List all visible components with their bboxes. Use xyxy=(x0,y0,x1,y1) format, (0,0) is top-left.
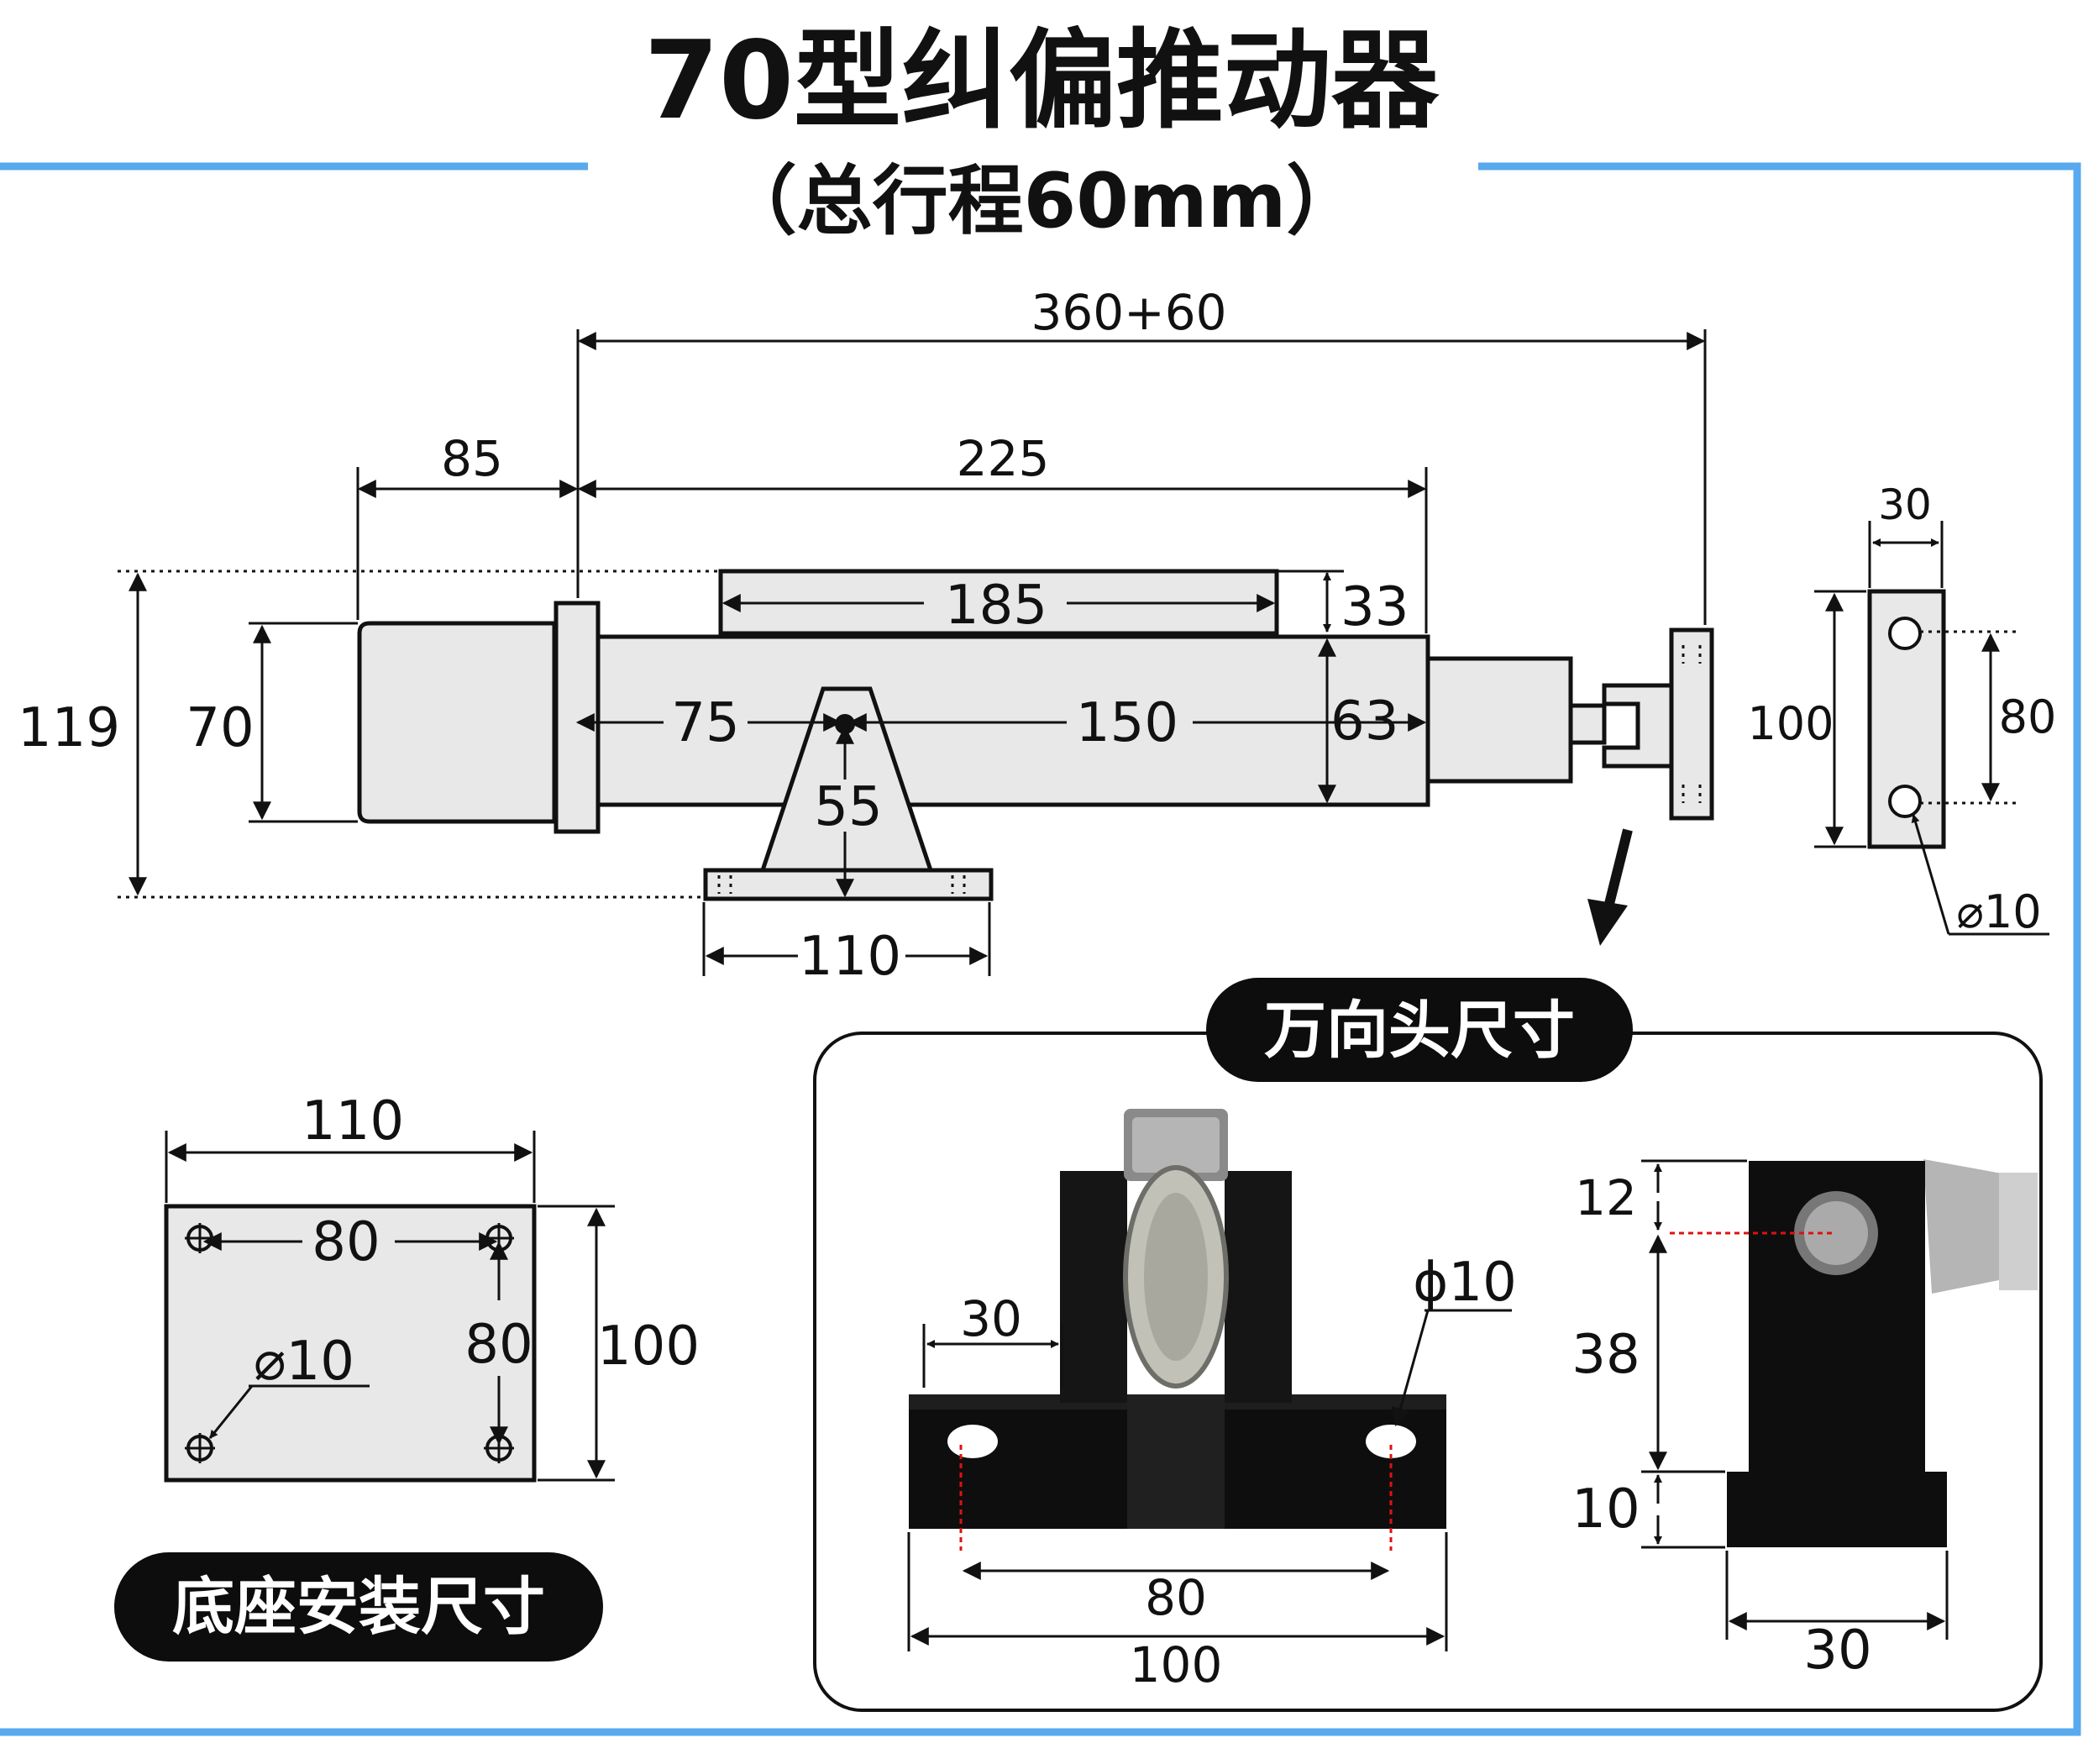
dim-base-hole-spacing-y: 80 xyxy=(464,1314,533,1376)
blue-frame xyxy=(0,162,2081,1736)
piston-rod xyxy=(1568,703,1607,745)
dim-total-length: 360+60 xyxy=(1031,284,1226,341)
page-subtitle: （总行程60mm） xyxy=(721,157,1362,245)
dim-joint-hole-spacing: 80 xyxy=(1145,1569,1207,1626)
dim-base-hole-diameter: ⌀10 xyxy=(254,1331,354,1393)
main-view-dimensions: 360+60 85 225 185 33 119 70 63 75 xyxy=(18,284,1707,988)
base-mount-label: 底座安装尺寸 xyxy=(172,1571,545,1643)
dim-joint-base-thickness: 10 xyxy=(1571,1478,1640,1541)
base-mount-view: 110 80 80 100 ⌀10 xyxy=(164,1090,700,1483)
dim-joint-top-offset: 12 xyxy=(1575,1169,1637,1226)
rod-sleeve xyxy=(1425,656,1573,784)
dim-joint-base-length: 100 xyxy=(1130,1636,1223,1693)
joint-front-view: 30 ϕ10 80 100 xyxy=(907,1109,1517,1693)
dim-joint-hole-to-base: 38 xyxy=(1571,1324,1640,1386)
dim-base-width: 110 xyxy=(799,926,901,988)
joint-right-hole xyxy=(1366,1425,1416,1458)
dim-stroke-to-end: 150 xyxy=(1076,692,1178,754)
dim-mount-offset: 75 xyxy=(671,692,739,754)
base-plate xyxy=(164,1204,537,1483)
dim-motor-length: 85 xyxy=(441,430,503,487)
pointer-arrow xyxy=(1587,828,1633,946)
end-hole-top xyxy=(1888,617,1922,650)
dim-joint-hole-diameter: ϕ10 xyxy=(1413,1252,1517,1314)
dim-end-height: 100 xyxy=(1747,697,1834,750)
mount-base xyxy=(703,868,994,901)
base-hole-bottom-left xyxy=(185,1433,215,1463)
dim-top-bar-height: 33 xyxy=(1341,576,1409,638)
dim-joint-upright-width: 30 xyxy=(960,1290,1022,1347)
actuator-side-view xyxy=(118,569,1714,901)
dim-overall-height: 119 xyxy=(18,697,120,759)
motor-body xyxy=(357,621,557,824)
dim-bracket-height: 55 xyxy=(814,776,882,838)
rod-end-plate xyxy=(1669,627,1714,821)
rod-clevis xyxy=(1602,683,1674,769)
flange-plate xyxy=(554,601,601,834)
dim-end-hole-diameter: ⌀10 xyxy=(1956,885,2041,938)
dim-base-plate-height: 100 xyxy=(597,1315,700,1378)
dim-motor-height: 70 xyxy=(186,697,254,759)
page-title: 70型纠偏推动器 xyxy=(644,18,1440,144)
end-hole-bottom xyxy=(1888,785,1922,818)
dim-joint-side-width: 30 xyxy=(1803,1620,1871,1682)
universal-joint-panel: 万向头尺寸 30 ϕ10 xyxy=(813,978,2043,1712)
end-view: 30 100 80 ⌀10 xyxy=(1747,480,2056,938)
joint-side-view: 12 38 10 30 xyxy=(1571,1159,2038,1682)
universal-joint-label: 万向头尺寸 xyxy=(1264,995,1575,1067)
dim-base-hole-spacing-x: 80 xyxy=(312,1211,380,1273)
dim-end-hole-spacing: 80 xyxy=(1999,690,2057,743)
joint-left-hole xyxy=(947,1425,998,1458)
dim-end-width: 30 xyxy=(1878,480,1932,529)
dim-cylinder-length: 225 xyxy=(957,430,1050,487)
base-mount-label-pill: 底座安装尺寸 xyxy=(114,1552,603,1662)
dim-top-bar-length: 185 xyxy=(945,575,1047,637)
dim-base-plate-width: 110 xyxy=(302,1090,404,1152)
cylinder-body xyxy=(596,634,1430,807)
